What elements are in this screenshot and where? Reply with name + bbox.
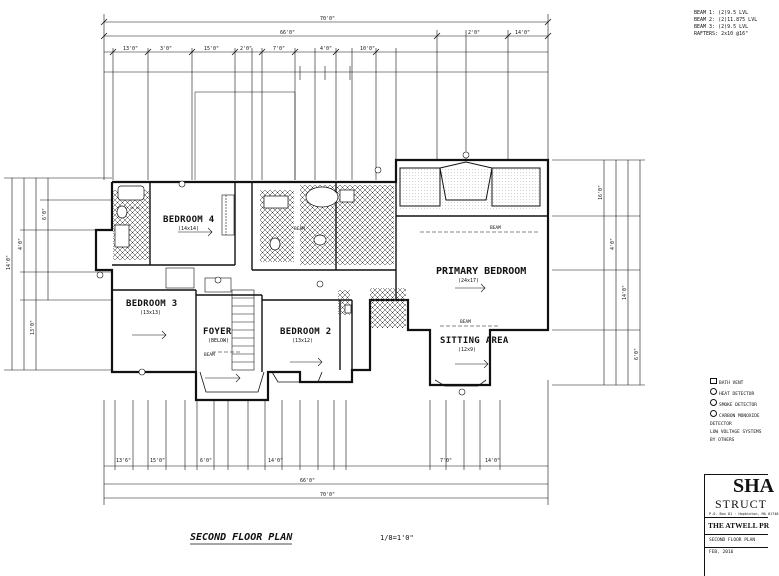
room-size-bedroom-3: (13x13) [140, 310, 161, 316]
schedule-line-0: BEAM 1: (2)9.5 LVL [694, 10, 749, 16]
dim-top-seg-4: 7'0" [273, 46, 285, 52]
room-label-primary-bedroom: PRIMARY BEDROOM [436, 266, 526, 277]
detector-symbols [96, 151, 470, 396]
title-block-logo: SHA [733, 475, 775, 497]
dim-left-3: 6'0" [42, 208, 48, 220]
title-block: SHA STRUCT P.O. Box 81 · Hopkinton, MA 0… [704, 474, 779, 576]
dim-top-seg-1: 3'0" [160, 46, 172, 52]
top-dimension-lines [103, 14, 549, 180]
plan-title: SECOND FLOOR PLAN [190, 532, 293, 543]
dim-bot-seg-5: 14'0" [485, 458, 500, 464]
dim-left-1: 4'0" [18, 238, 24, 250]
dim-top-seg-0: 13'0" [123, 46, 138, 52]
dim-top-seg-6: 10'0" [360, 46, 375, 52]
room-size-primary-bedroom: (24x17) [458, 278, 479, 284]
dim-top-overall: 70'0" [320, 16, 335, 22]
dim-top-seg-8: 14'0" [515, 30, 530, 36]
beam-label-3: BEAM [294, 226, 305, 232]
room-label-sitting-area: SITTING AREA [440, 336, 509, 346]
smoke-detector-icon [710, 399, 717, 406]
legend: BATH VENT HEAT DETECTOR SMOKE DETECTOR C… [710, 378, 768, 445]
room-label-bedroom-3: BEDROOM 3 [126, 299, 177, 309]
legend-label-co: CARBON MONOXIDE DETECTOR [710, 414, 760, 427]
title-block-sheet: SECOND FLOOR PLAN [705, 535, 768, 548]
dim-top-second: 66'0" [280, 30, 295, 36]
title-block-project: THE ATWELL PR [705, 517, 769, 535]
dim-top-seg-3: 2'0" [240, 46, 252, 52]
beam-lines [130, 207, 540, 353]
dim-top-seg-5: 4'0" [320, 46, 332, 52]
room-size-sitting-area: (12x9) [458, 347, 476, 353]
top-dimension-ticks [100, 18, 552, 56]
schedule-line-2: BEAM 3: (2)9.5 LVL [694, 24, 749, 30]
staircase [231, 289, 255, 371]
schedule-line-1: BEAM 2: (2)11.875 LVL [694, 17, 758, 23]
room-label-foyer: FOYER [203, 327, 232, 337]
beam-label-1: BEAM [460, 319, 471, 325]
bottom-dimension-lines [103, 380, 549, 505]
dim-right-0: 16'0" [598, 185, 604, 200]
closet-hatch [370, 288, 406, 328]
dim-bot-seg-1: 15'0" [150, 458, 165, 464]
right-dimension-lines [552, 159, 645, 386]
room-size-bedroom-4: (14x14) [178, 226, 199, 232]
dim-right-2: 14'0" [622, 285, 628, 300]
legend-label-bath-vent: BATH VENT [719, 381, 744, 386]
dim-left-0: 14'0" [6, 255, 12, 270]
legend-item-bath-vent: BATH VENT [710, 378, 768, 388]
bay-window [399, 161, 541, 210]
bath-vent-icon [710, 378, 717, 384]
room-size-bedroom-2: (13x12) [292, 338, 313, 344]
legend-label-smoke: SMOKE DETECTOR [719, 403, 757, 408]
room-label-bedroom-2: BEDROOM 2 [280, 327, 331, 337]
dim-right-1: 4'0" [610, 238, 616, 250]
bath-fixtures [114, 185, 355, 314]
dim-bot-seg-0: 13'6" [116, 458, 131, 464]
legend-item-smoke: SMOKE DETECTOR [710, 399, 768, 410]
dim-bot-seg-4: 7'0" [440, 458, 452, 464]
exterior-walls [94, 158, 550, 402]
schedule-line-3: RAFTERS: 2x10 @16" [694, 31, 749, 37]
heat-detector-icon [710, 388, 717, 395]
closet-shelves [165, 194, 235, 293]
dim-top-seg-7: 2'0" [468, 30, 480, 36]
legend-item-heat: HEAT DETECTOR [710, 388, 768, 399]
rafter-arrows [132, 227, 489, 383]
beam-schedule: BEAM 1: (2)9.5 LVL BEAM 2: (2)11.875 LVL… [694, 10, 768, 38]
legend-item-co: CARBON MONOXIDE DETECTOR [710, 410, 768, 429]
bay-bottom [199, 371, 487, 393]
roof-outline [194, 91, 296, 180]
room-label-bedroom-4: BEDROOM 4 [163, 215, 215, 225]
left-dimension-lines [4, 177, 112, 371]
dim-top-seg-2: 15'0" [204, 46, 219, 52]
beam-label-2: BEAM [204, 352, 215, 358]
dim-bot-overall: 70'0" [320, 492, 335, 498]
legend-note: LOW VOLTAGE SYSTEMS BY OTHERS [710, 430, 762, 443]
dim-left-2: 13'0" [30, 320, 36, 335]
dim-bot-seg-3: 14'0" [268, 458, 283, 464]
title-block-date: FEB, 2016 [709, 550, 734, 555]
beam-label-0: BEAM [490, 225, 501, 231]
dim-right-3: 6'0" [634, 348, 640, 360]
title-block-company: STRUCT [715, 497, 768, 511]
room-size-foyer: (BELOW) [208, 338, 229, 344]
legend-label-heat: HEAT DETECTOR [719, 392, 755, 397]
co-detector-icon [710, 410, 717, 417]
dim-bot-seg-2: 6'0" [200, 458, 212, 464]
plan-scale: 1/8=1'0" [380, 534, 414, 542]
title-block-address: P.O. Box 81 · Hopkinton, MA 01748 [709, 512, 779, 516]
dim-bot-second: 66'0" [300, 478, 315, 484]
